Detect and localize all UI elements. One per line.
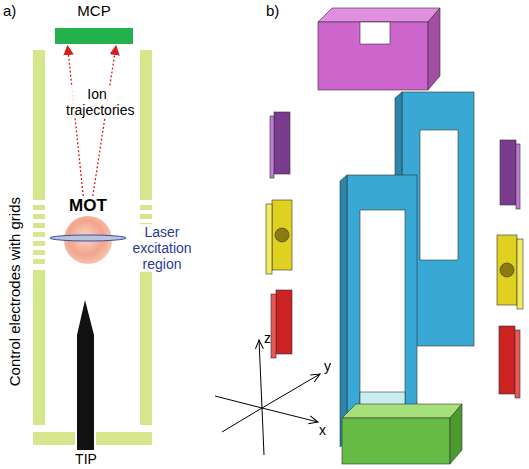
laser-beam bbox=[50, 235, 126, 241]
text-label: a) bbox=[3, 2, 16, 19]
text-label: Control electrodes with grids bbox=[6, 197, 23, 386]
text-label: y bbox=[324, 358, 331, 374]
field-tip bbox=[77, 300, 94, 450]
text-label: Ion trajectories bbox=[66, 86, 128, 118]
detector-mcp: MCP bbox=[50, 2, 138, 44]
ion-trajectory bbox=[93, 46, 116, 196]
ion-trajectory bbox=[68, 46, 84, 196]
axes bbox=[215, 340, 320, 455]
text-label: Laser excitation region bbox=[126, 224, 198, 272]
cad-parts bbox=[266, 8, 523, 464]
text-label: b) bbox=[266, 2, 279, 19]
node-label: MOT bbox=[58, 196, 118, 216]
text-label: z bbox=[264, 330, 271, 346]
mcp-plate bbox=[55, 28, 133, 44]
node-label: MCP bbox=[50, 2, 138, 20]
mot-node: MOT bbox=[58, 196, 118, 218]
text-label: x bbox=[319, 422, 326, 438]
text-label: TIP bbox=[75, 451, 97, 467]
